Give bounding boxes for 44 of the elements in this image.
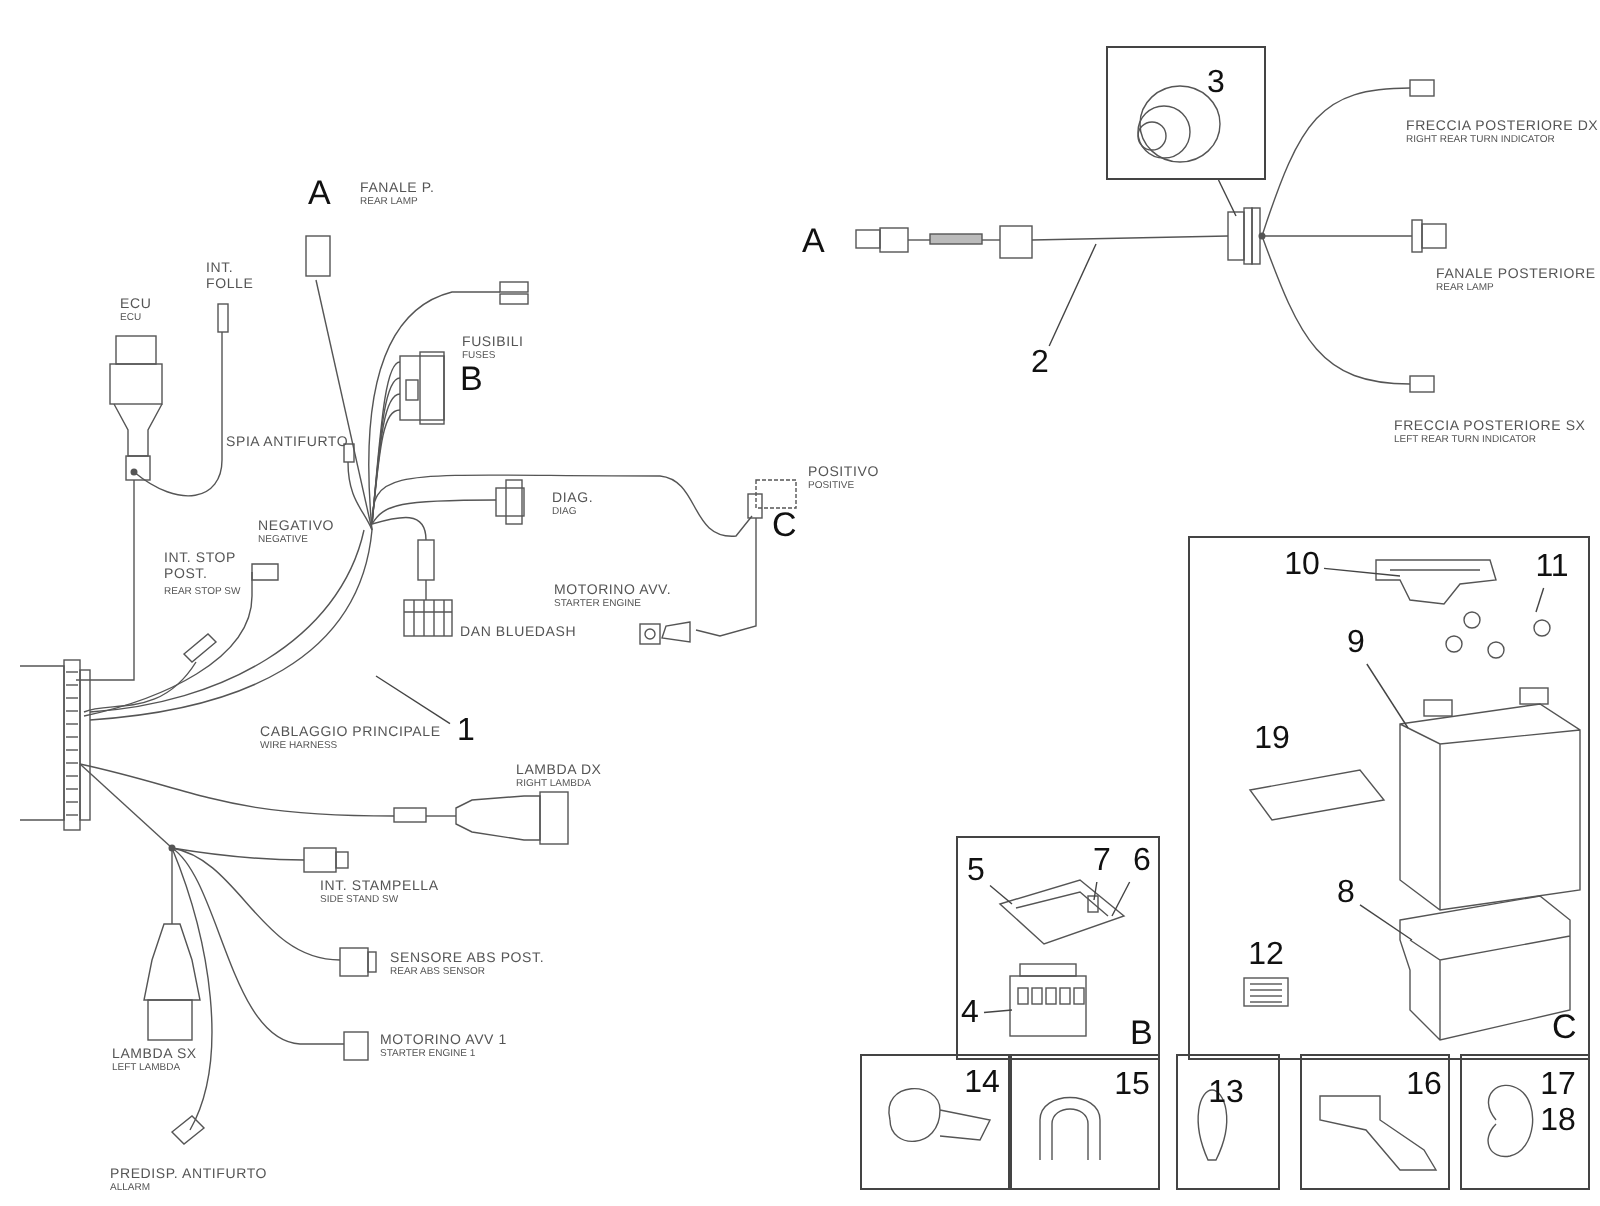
reference-letter: C <box>1552 1010 1577 1048</box>
leader-line <box>1366 663 1409 729</box>
leader-line <box>1217 179 1237 217</box>
callout-number: 8 <box>1335 876 1357 912</box>
leader-line <box>1111 881 1131 917</box>
callout-number: 4 <box>959 996 981 1032</box>
leader-line <box>1323 567 1401 577</box>
reference-letter: B <box>1130 1016 1153 1054</box>
callout-number: 6 <box>1131 844 1153 880</box>
leader-line <box>1535 587 1545 613</box>
leader-line <box>1359 904 1413 941</box>
part-frame <box>1188 536 1590 1060</box>
part-frame <box>1460 1054 1590 1190</box>
part-frame <box>860 1054 1010 1190</box>
leader-line <box>989 884 1013 905</box>
reference-letter: B <box>460 362 483 400</box>
callout-number: 1 <box>455 714 477 750</box>
callout-number: 19 <box>1252 722 1292 758</box>
callout-number: 17 <box>1538 1068 1578 1104</box>
part-frame <box>1106 46 1266 180</box>
reference-letter: A <box>308 176 331 214</box>
part-frame <box>956 836 1160 1060</box>
callout-number: 14 <box>962 1066 1002 1102</box>
part-frame <box>1176 1054 1280 1190</box>
reference-letter: A <box>802 224 825 262</box>
callout-number: 15 <box>1112 1068 1152 1104</box>
part-frame <box>1010 1054 1160 1190</box>
callout-number: 7 <box>1091 844 1113 880</box>
callout-number: 10 <box>1282 548 1322 584</box>
callout-number: 11 <box>1533 550 1571 586</box>
leader-line <box>375 675 451 725</box>
callout-number: 18 <box>1538 1104 1578 1140</box>
callout-number: 9 <box>1345 626 1367 662</box>
leader-line <box>1048 243 1097 347</box>
callout-number: 13 <box>1206 1076 1246 1112</box>
part-frame <box>1300 1054 1450 1190</box>
callout-number: 16 <box>1404 1068 1444 1104</box>
reference-letter: C <box>772 508 797 546</box>
leader-line <box>983 1009 1013 1014</box>
callout-number: 5 <box>965 854 987 890</box>
callout-number: 3 <box>1205 66 1227 102</box>
callout-number: 12 <box>1246 938 1286 974</box>
leader-line <box>1093 881 1098 901</box>
callout-number: 2 <box>1029 346 1051 382</box>
